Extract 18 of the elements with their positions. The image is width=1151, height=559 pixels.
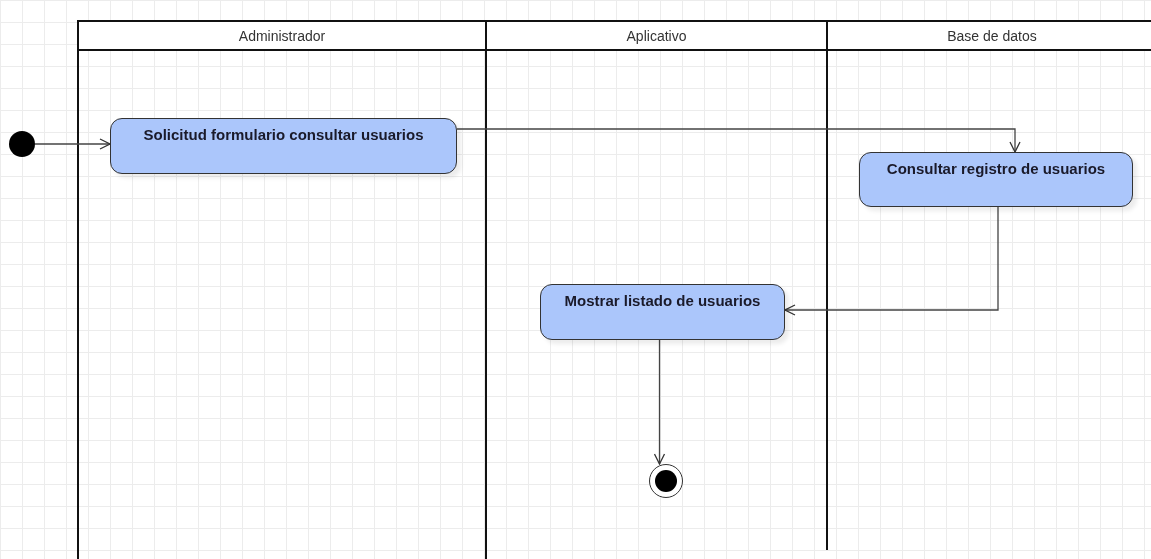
activity-box: [540, 284, 785, 340]
activity-label: Consultar registro de usuarios: [886, 160, 1106, 177]
activity-label: Solicitud formulario consultar usuarios: [143, 126, 424, 143]
initial-node: [9, 131, 35, 157]
final-node: [649, 464, 683, 498]
control-flow-arrow: [34, 138, 111, 150]
swimlane: [485, 20, 826, 559]
swimlane: [77, 20, 485, 559]
lane-title: Administrador: [238, 27, 326, 44]
activity-label: Mostrar listado de usuarios: [564, 292, 761, 309]
activity-box: [110, 118, 457, 174]
control-flow-arrow: [456, 128, 1021, 153]
activity-box: [859, 152, 1133, 207]
swimlane: [826, 20, 1151, 550]
lane-title: Base de datos: [947, 27, 1037, 44]
control-flow-arrow: [784, 206, 999, 316]
lane-title: Aplicativo: [626, 27, 687, 44]
control-flow-arrow: [653, 339, 666, 465]
